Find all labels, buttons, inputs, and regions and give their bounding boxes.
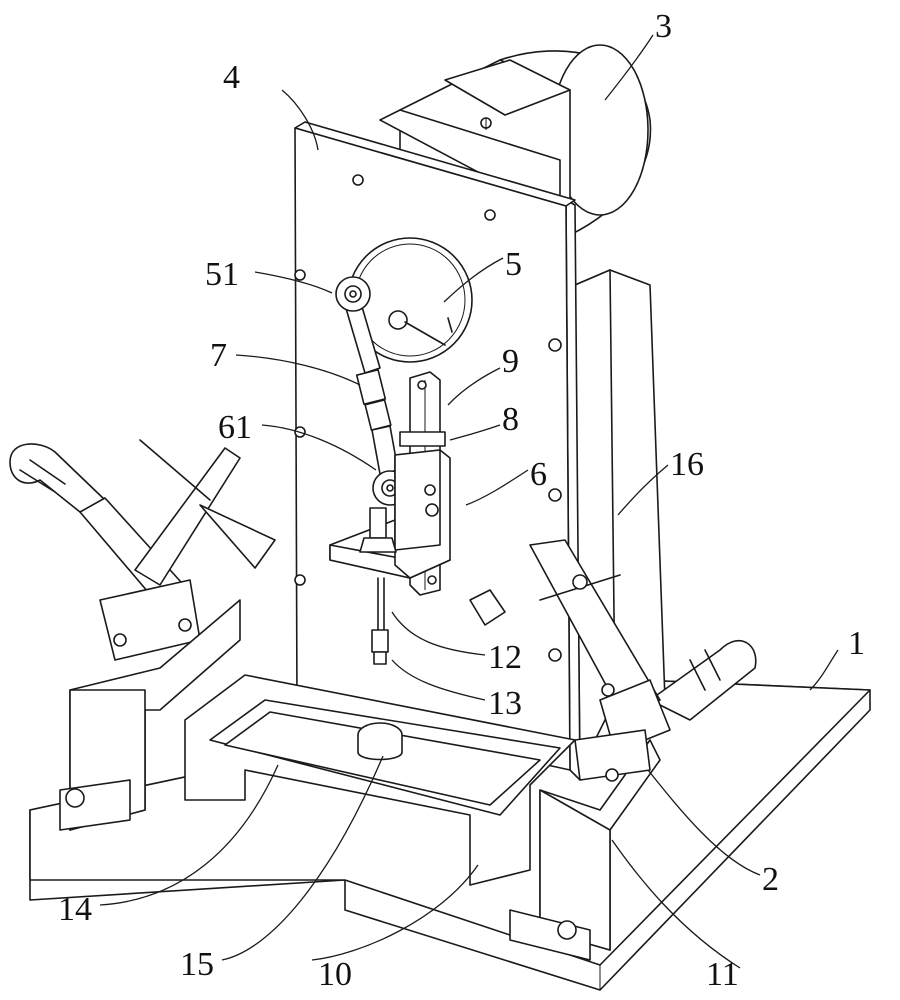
label-3: 3 [655,8,672,45]
workpiece-tray [184,674,576,886]
label-9: 9 [502,343,519,380]
label-51: 51 [205,256,239,293]
label-2: 2 [762,861,779,898]
probe-rod [371,577,389,665]
label-14: 14 [58,891,92,928]
label-12: 12 [488,639,522,676]
part-labels: 1 2 3 4 5 51 6 61 7 8 9 10 11 12 13 14 1… [58,8,865,993]
left-bracket [59,599,241,831]
label-7: 7 [210,337,227,374]
right-bracket [509,739,661,961]
label-13: 13 [488,685,522,722]
label-5: 5 [505,246,522,283]
label-1: 1 [848,625,865,662]
label-8: 8 [502,401,519,438]
label-16: 16 [670,446,704,483]
left-toggle-clamp [9,439,276,661]
right-toggle-clamp [469,539,757,782]
label-4: 4 [223,59,240,96]
label-61: 61 [218,409,252,446]
leader-lines [99,34,839,969]
slide-block [329,449,451,579]
label-15: 15 [180,946,214,983]
label-10: 10 [318,956,352,993]
label-11: 11 [706,956,739,993]
label-6: 6 [530,456,547,493]
